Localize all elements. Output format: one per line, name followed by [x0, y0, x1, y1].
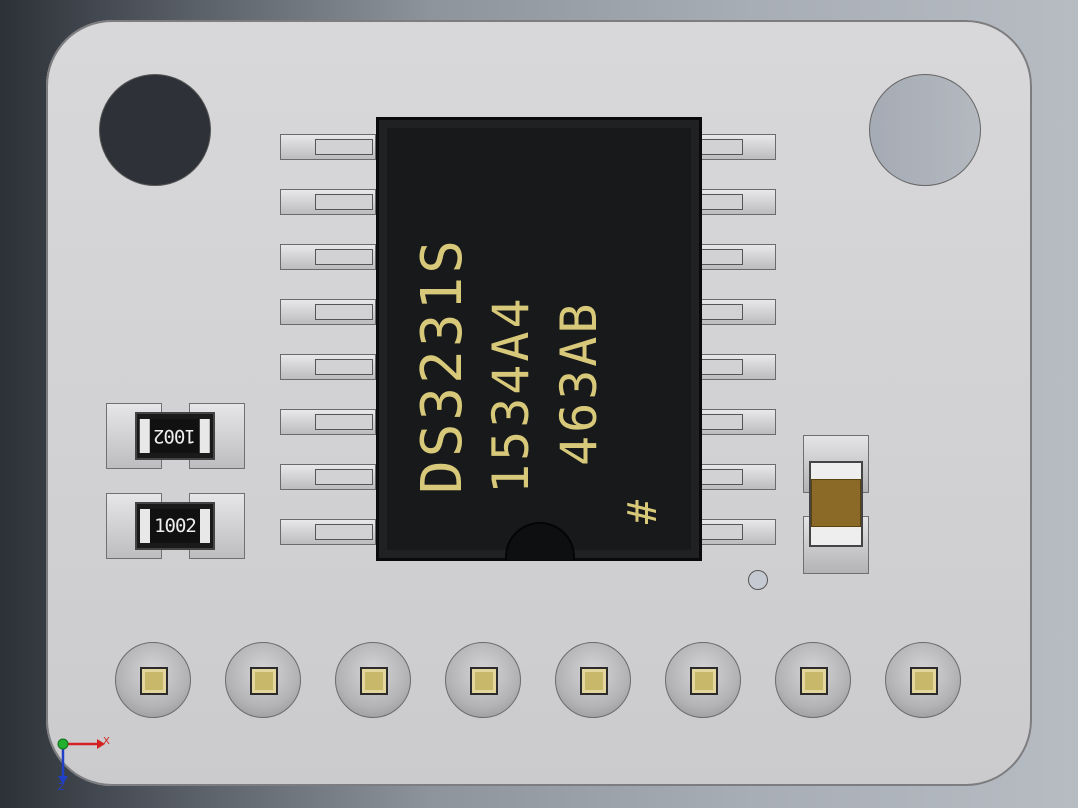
ic-pin: [280, 464, 376, 490]
ic-pin: [280, 299, 376, 325]
header-pin: [225, 642, 301, 718]
mounting-hole-right: [869, 74, 981, 186]
ic-pin: [280, 519, 376, 545]
chip-date-code: 463AB: [550, 300, 608, 466]
header-pin: [445, 642, 521, 718]
via: [748, 570, 768, 590]
ic-chip-body: [376, 117, 702, 561]
header-pin: [115, 642, 191, 718]
axis-x-label: X: [103, 736, 110, 747]
header-pin: [885, 642, 961, 718]
axis-triad-icon: X Z: [57, 736, 110, 792]
ic-pin: [280, 354, 376, 380]
axis-z-label: Z: [58, 782, 65, 792]
resistor-bottom: 1002: [135, 502, 215, 550]
chip-lot-code: 1534A4: [482, 295, 540, 494]
mounting-hole-left: [99, 74, 211, 186]
header-pin: [335, 642, 411, 718]
ic-pin: [280, 409, 376, 435]
chip-mark: #: [620, 496, 666, 524]
resistor-top: 1002: [135, 412, 215, 460]
resistor-bottom-label: 1002: [140, 509, 210, 543]
ic-pin: [280, 189, 376, 215]
header-pin: [665, 642, 741, 718]
resistor-top-label: 1002: [140, 419, 210, 453]
chip-part-number: DS3231S: [410, 236, 475, 494]
capacitor-core: [811, 479, 861, 527]
ic-pin: [280, 134, 376, 160]
ic-pin: [280, 244, 376, 270]
header-pin: [555, 642, 631, 718]
header-pin: [775, 642, 851, 718]
